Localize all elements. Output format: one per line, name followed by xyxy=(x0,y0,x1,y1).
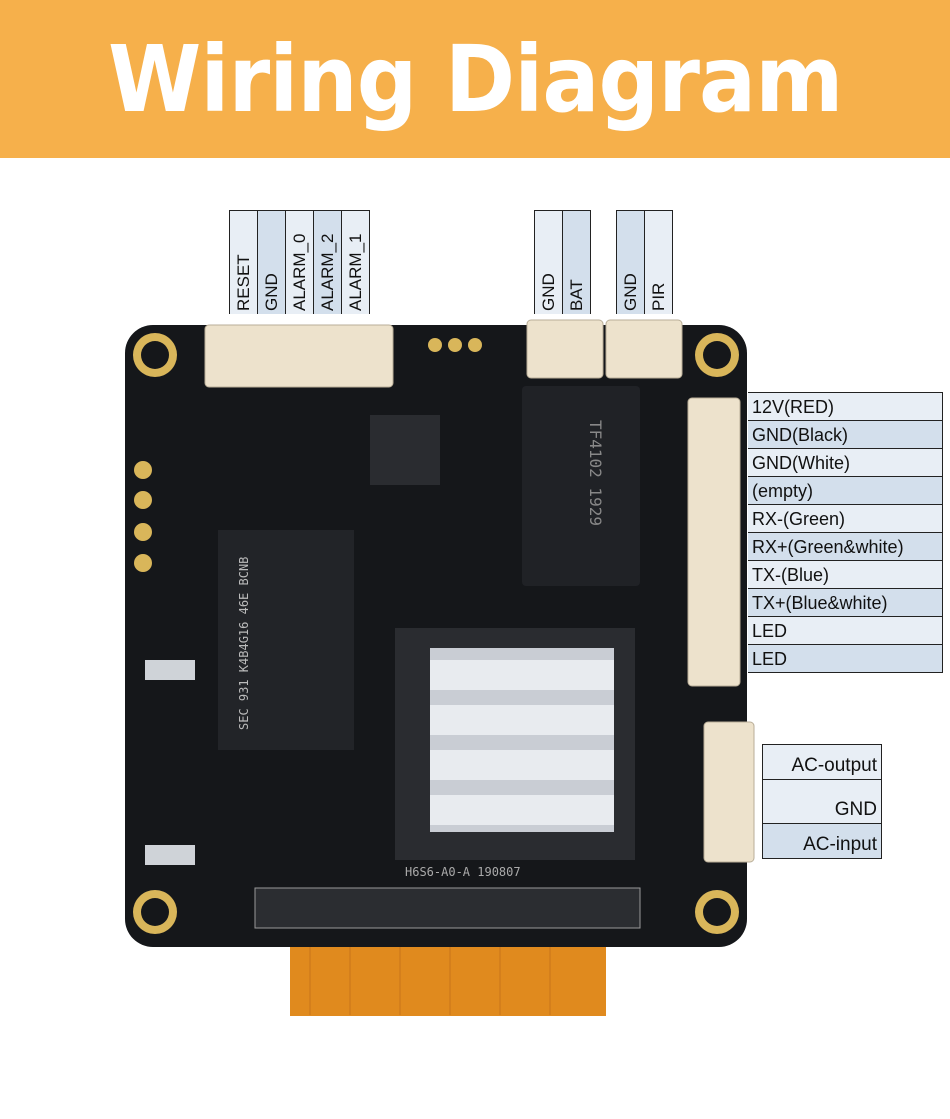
alarm-connector-labels: RESET GND ALARM_0 ALARM_2 ALARM_1 xyxy=(229,210,370,314)
pin-label: BAT xyxy=(563,210,591,314)
header-banner: Wiring Diagram xyxy=(0,0,950,158)
pin-label: AC-output xyxy=(763,745,881,780)
board-marking: H6S6-A0-A 190807 xyxy=(405,865,521,879)
pin-text: BAT xyxy=(566,279,586,311)
ac-connector-labels: AC-output GND AC-input xyxy=(762,744,882,859)
pin-text: ALARM_2 xyxy=(317,233,337,311)
fpc-connector xyxy=(254,887,641,929)
pin-label: LED xyxy=(748,645,942,673)
pin-label: GND xyxy=(763,780,881,824)
memory-chip-marking: SEC 931 K4B4G16 46E BCNB xyxy=(237,557,251,730)
network-connector-labels: 12V(RED) GND(Black) GND(White) (empty) R… xyxy=(748,392,943,673)
pin-text: GND xyxy=(538,273,558,311)
transformer-chip-marking: TF4102 1929 xyxy=(586,420,605,526)
pin-label: ALARM_0 xyxy=(286,210,314,314)
page-title: Wiring Diagram xyxy=(107,25,844,133)
mcu-chip xyxy=(370,415,440,485)
pin-label: GND(White) xyxy=(748,449,942,477)
pin-label: GND xyxy=(617,210,645,314)
transformer-chip xyxy=(522,386,640,586)
battery-connector-labels: GND BAT xyxy=(534,210,591,314)
pin-text: GND xyxy=(620,273,640,311)
pin-label: RESET xyxy=(230,210,258,314)
pin-text: ALARM_1 xyxy=(345,233,365,311)
pin-text: ALARM_0 xyxy=(289,233,309,311)
pin-label: GND(Black) xyxy=(748,421,942,449)
pin-label: ALARM_2 xyxy=(314,210,342,314)
pin-text: PIR xyxy=(648,282,668,311)
pin-label: LED xyxy=(748,617,942,645)
pin-label: 12V(RED) xyxy=(748,393,942,421)
pin-label: GND xyxy=(535,210,563,314)
pin-label: RX-(Green) xyxy=(748,505,942,533)
memory-chip xyxy=(218,530,354,750)
pin-label: AC-input xyxy=(763,824,881,859)
pin-label: TX-(Blue) xyxy=(748,561,942,589)
white-connectors xyxy=(204,319,755,863)
pin-text: GND xyxy=(261,273,281,311)
pir-connector-labels: GND PIR xyxy=(616,210,673,314)
pin-label: TX+(Blue&white) xyxy=(748,589,942,617)
pin-label: GND xyxy=(258,210,286,314)
pin-label: ALARM_1 xyxy=(342,210,370,314)
pin-label: (empty) xyxy=(748,477,942,505)
pin-label: RX+(Green&white) xyxy=(748,533,942,561)
pin-label: PIR xyxy=(645,210,673,314)
pin-text: RESET xyxy=(233,254,253,311)
